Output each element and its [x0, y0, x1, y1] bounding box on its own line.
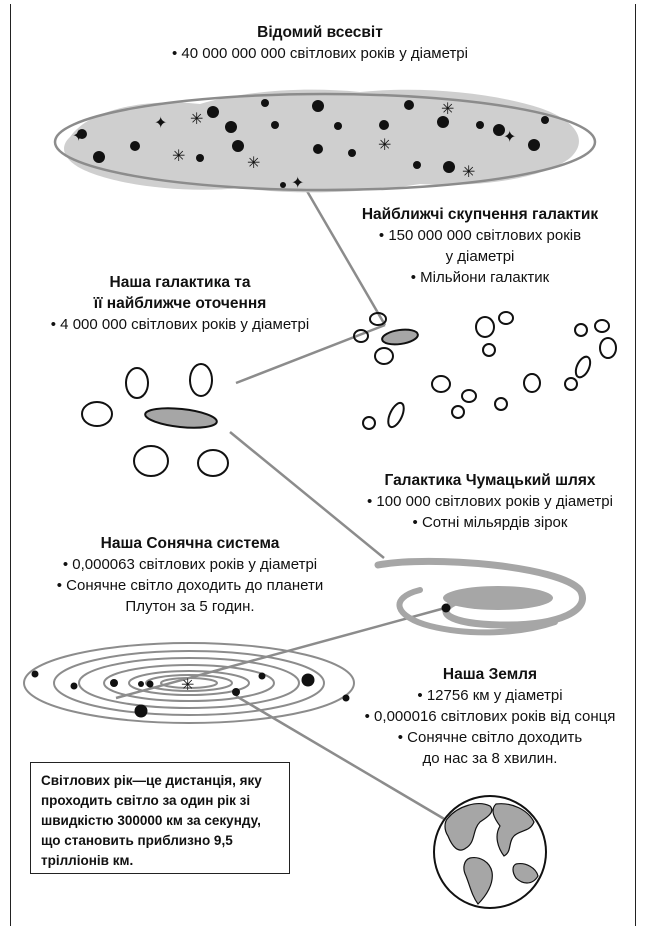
milky-way-spiral — [374, 557, 586, 636]
local-group-title-2: її найближче оточення — [93, 295, 267, 312]
earth-caption: Наша Земля • 12756 км у діаметрі • 0,000… — [345, 664, 635, 769]
clusters-title: Найближчі скупчення галактик — [361, 206, 599, 223]
svg-text:✦: ✦ — [154, 113, 167, 132]
earth-line-2: • 0,000016 світлових років від сонця — [364, 708, 616, 725]
solar-system-title: Наша Сонячна система — [100, 535, 280, 552]
universe-galaxies — [77, 99, 549, 188]
local-group-illustration — [81, 363, 229, 477]
page-frame — [10, 4, 636, 926]
universe-caption: Відомий всесвіт • 40 000 000 000 світлов… — [120, 22, 520, 64]
light-year-note: Світлових рік—це дистанція, яку проходит… — [30, 762, 290, 874]
universe-illustration: ✦ ✦ ✦ ✦ ✳ ✳ ✳ ✳ ✳ ✳ — [53, 89, 597, 193]
earth-line-4: до нас за 8 хвилин. — [422, 750, 558, 767]
earth-line-1: • 12756 км у діаметрі — [417, 687, 563, 704]
note-line-5: трілліонів км. — [41, 853, 134, 868]
galaxy-clusters-illustration — [353, 311, 617, 430]
solar-system-line-2: • Сонячне світло доходить до планети — [56, 577, 324, 594]
note-line-1: Світлових рік—це дистанція, яку — [41, 773, 262, 788]
clusters-line-2: у діаметрі — [445, 248, 515, 265]
local-group-diameter: • 4 000 000 світлових років у діаметрі — [50, 316, 310, 333]
solar-system-orbits — [23, 642, 355, 724]
svg-text:✦: ✦ — [72, 126, 85, 145]
svg-text:✳: ✳ — [441, 99, 454, 118]
note-line-2: проходить світло за один рік зі — [41, 793, 251, 808]
solar-system-caption: Наша Сонячна система • 0,000063 світлови… — [30, 533, 350, 617]
svg-text:✳: ✳ — [378, 135, 391, 154]
connector-solar-earth — [235, 694, 447, 822]
solar-system-line-3: Плутон за 5 годин. — [125, 598, 255, 615]
earth-dot — [232, 688, 240, 696]
svg-text:✳: ✳ — [462, 162, 475, 181]
svg-text:✳: ✳ — [247, 153, 260, 172]
earth-line-3: • Сонячне світло доходить — [397, 729, 583, 746]
milky-way-line-1: • 100 000 світлових років у діаметрі — [367, 493, 613, 510]
milky-way-galaxy — [144, 407, 218, 429]
note-line-4: що становить приблизно 9,5 — [41, 833, 233, 848]
connector-milkyway-solar — [115, 606, 446, 700]
svg-text:✳: ✳ — [190, 109, 203, 128]
solar-system-line-1: • 0,000063 світлових років у діаметрі — [62, 556, 318, 573]
earth-title: Наша Земля — [442, 666, 538, 683]
svg-text:✦: ✦ — [291, 173, 304, 192]
earth-globe — [433, 795, 547, 909]
local-group-caption: Наша галактика та її найближче оточення … — [30, 272, 330, 335]
svg-text:✦: ✦ — [503, 127, 516, 146]
svg-text:✳: ✳ — [172, 146, 185, 165]
universe-diameter: • 40 000 000 000 світлових років у діаме… — [172, 45, 468, 62]
sun-icon: ✳ — [181, 675, 194, 694]
universe-ellipse — [53, 92, 597, 192]
clusters-caption: Найближчі скупчення галактик • 150 000 0… — [340, 204, 620, 288]
milky-way-caption: Галактика Чумацький шлях • 100 000 світл… — [340, 470, 640, 533]
milky-way-title: Галактика Чумацький шлях — [384, 472, 596, 489]
solar-system-planets: ✳ — [31, 670, 350, 718]
milky-way-line-2: • Сотні мільярдів зірок — [412, 514, 568, 531]
connector-local-milkyway — [229, 431, 385, 559]
clusters-line-3: • Мільйони галактик — [410, 269, 550, 286]
connector-clusters-local — [235, 323, 386, 385]
clusters-line-1: • 150 000 000 світлових років — [378, 227, 582, 244]
universe-title: Відомий всесвіт — [257, 24, 383, 41]
universe-stars: ✦ ✦ ✦ ✦ ✳ ✳ ✳ ✳ ✳ ✳ — [72, 99, 516, 192]
local-group-title-1: Наша галактика та — [109, 274, 251, 291]
note-line-3: швидкістю 300000 км за секунду, — [41, 813, 261, 828]
